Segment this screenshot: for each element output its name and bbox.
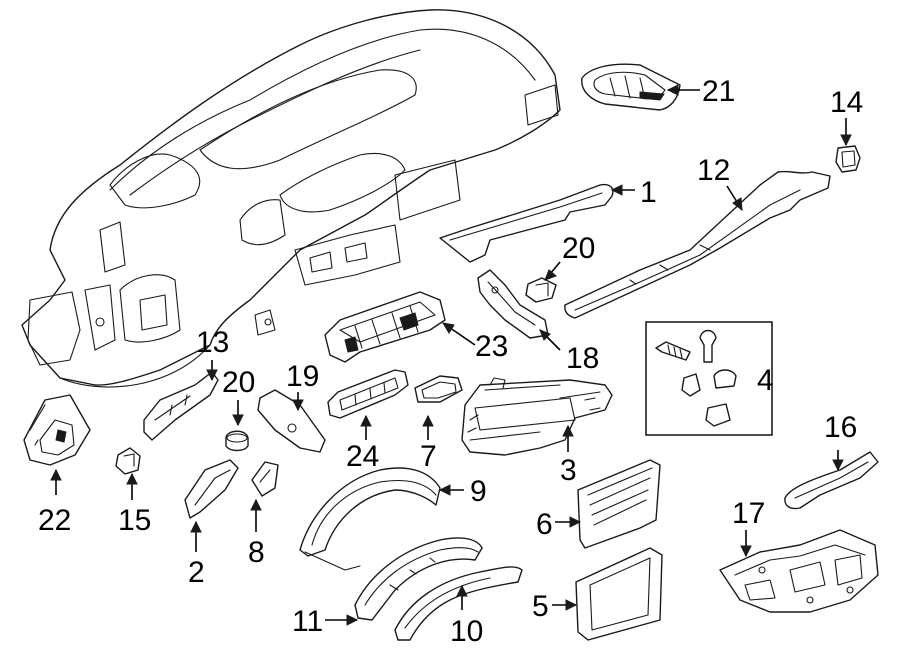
part-22-switch [23,394,91,466]
part-2-bracket [184,459,239,519]
callout-4: 4 [757,364,774,397]
part-8-clip [251,461,279,497]
callout-19: 19 [286,360,319,393]
callout-14: 14 [830,86,863,119]
callout-2: 2 [188,556,205,589]
callout-11: 11 [292,605,323,638]
callout-17: 17 [732,497,765,530]
part-4-fastener-kit [645,321,773,436]
callout-16: 16 [824,411,857,444]
callout-20-upper: 20 [562,232,595,265]
callout-21: 21 [702,75,735,108]
part-7-button [414,375,463,403]
part-9-cluster-bezel [299,467,441,571]
callout-6: 6 [536,508,553,541]
callout-10: 10 [450,615,483,648]
callout-22: 22 [38,504,71,537]
part-12-trim [564,170,831,319]
instrument-panel [21,9,561,388]
callout-3: 3 [560,454,577,487]
part-21-vent [581,63,681,111]
part-24-bezel [327,369,409,419]
part-15-clip [115,447,141,475]
part-19-panel [257,389,326,453]
callout-24: 24 [346,440,379,473]
callout-1: 1 [640,176,657,209]
part-16-trim [784,451,879,510]
part-23-vent [324,291,446,363]
callout-12: 12 [697,154,730,187]
callout-5: 5 [532,590,549,623]
callout-13: 13 [196,326,229,359]
callout-8: 8 [248,536,265,569]
part-14-clip [835,145,861,173]
part-3-center-unit [461,377,613,456]
callout-9: 9 [470,475,487,508]
part-13-bracket [143,371,219,441]
callout-7: 7 [420,440,437,473]
part-20-clip-upper [525,277,557,303]
part-10-lower-trim [394,566,523,641]
part-17-lower-panel [719,529,879,613]
part-5-frame [575,547,663,641]
callout-20-lower: 20 [222,366,255,399]
callout-18: 18 [566,342,599,375]
callout-23: 23 [475,330,508,363]
part-20-knob-lower [225,430,249,452]
part-6-panel [577,459,661,549]
callout-15: 15 [118,504,151,537]
callout-labels: 21 14 1 12 20 23 18 4 13 20 19 24 7 3 22… [38,75,863,648]
part-11-cluster-trim [354,537,483,621]
leaders [50,84,852,626]
